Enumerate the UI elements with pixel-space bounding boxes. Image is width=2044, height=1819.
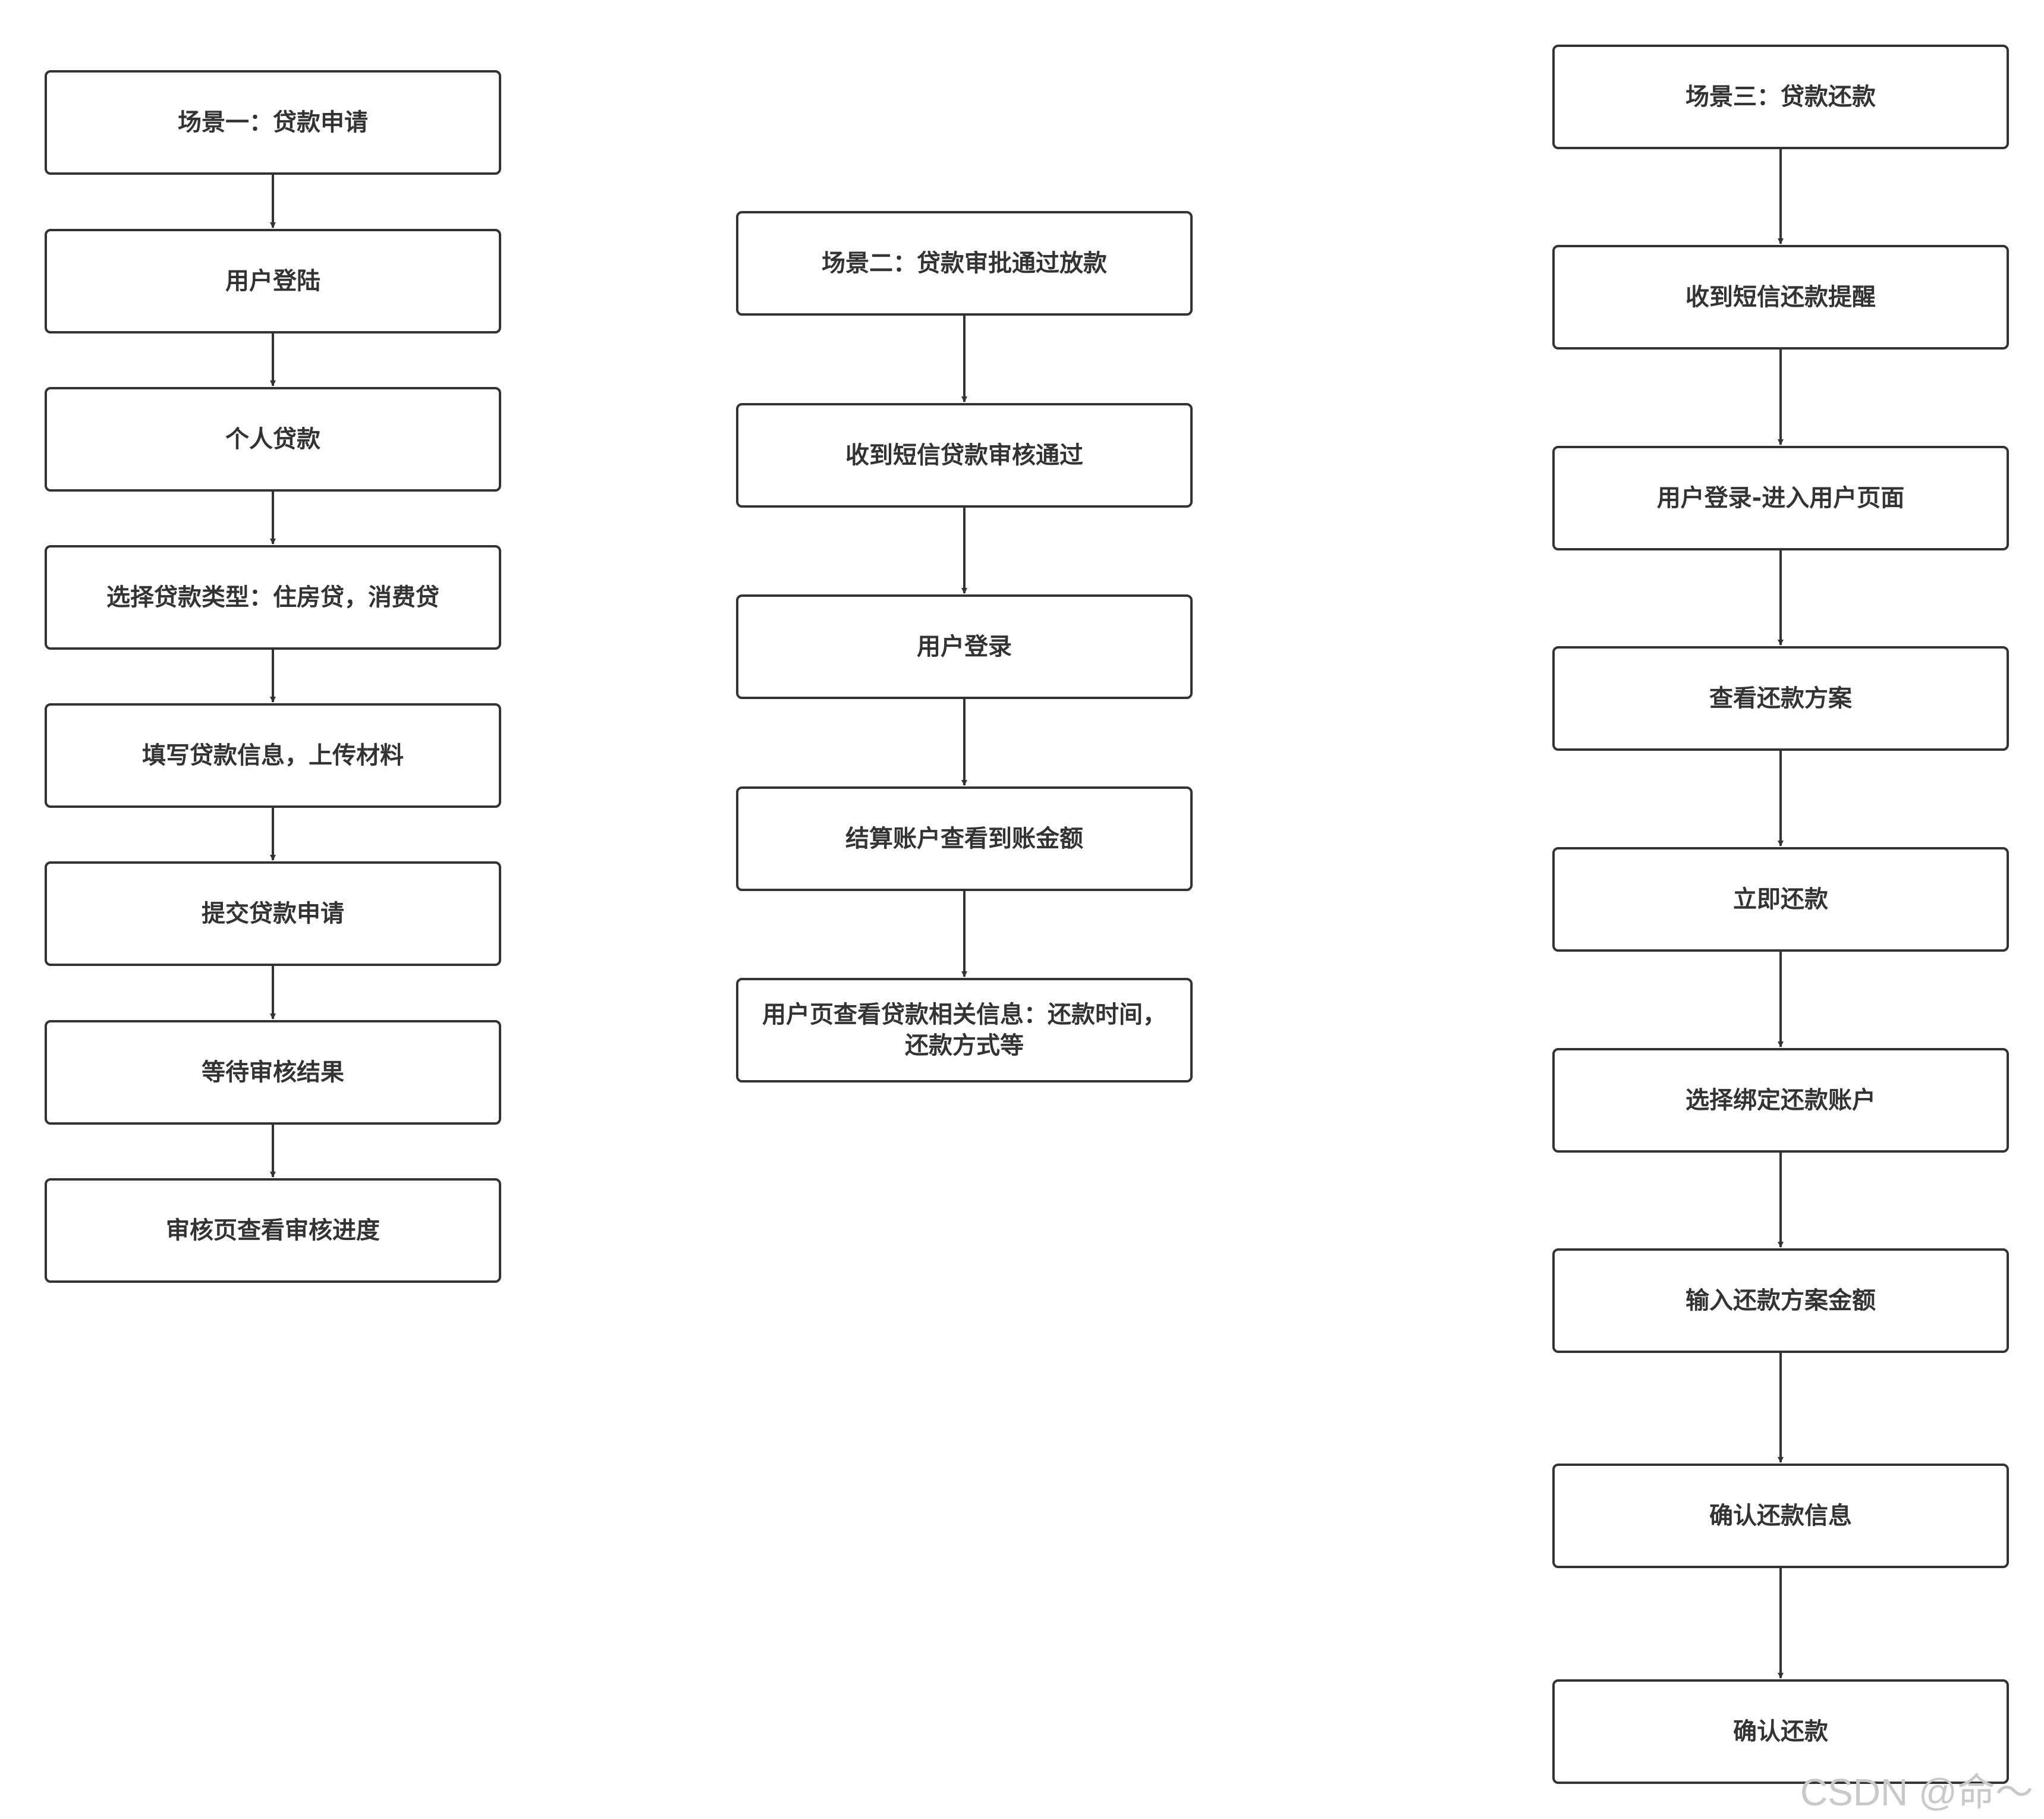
scene-2-step-3: 用户登录: [736, 594, 1193, 699]
scene-3-step-9: 确认还款: [1552, 1679, 2009, 1784]
scene-2-step-1: 场景二：贷款审批通过放款: [736, 211, 1193, 316]
watermark: CSDN @命～: [1800, 1771, 2033, 1814]
scene-3-step-2: 收到短信还款提醒: [1552, 245, 2009, 350]
scene-1-step-3: 个人贷款: [45, 387, 501, 492]
scene-3-step-4: 查看还款方案: [1552, 646, 2009, 751]
scene-3-step-8: 确认还款信息: [1552, 1464, 2009, 1568]
scene-1-step-8: 审核页查看审核进度: [45, 1178, 501, 1283]
scene-3-step-3: 用户登录-进入用户页面: [1552, 446, 2009, 550]
scene-1-step-6: 提交贷款申请: [45, 861, 501, 966]
scene-1-step-7: 等待审核结果: [45, 1020, 501, 1125]
scene-3-step-5: 立即还款: [1552, 847, 2009, 952]
scene-1-step-1: 场景一：贷款申请: [45, 70, 501, 175]
scene-1-step-4: 选择贷款类型：住房贷，消费贷: [45, 545, 501, 650]
scene-3-step-1: 场景三：贷款还款: [1552, 45, 2009, 149]
scene-2-step-2: 收到短信贷款审核通过: [736, 403, 1193, 508]
scene-2-step-4: 结算账户查看到账金额: [736, 786, 1193, 891]
scene-1-step-2: 用户登陆: [45, 229, 501, 333]
scene-3-step-7: 输入还款方案金额: [1552, 1248, 2009, 1353]
scene-3-step-6: 选择绑定还款账户: [1552, 1048, 2009, 1153]
scene-1-step-5: 填写贷款信息，上传材料: [45, 703, 501, 808]
scene-2-step-5: 用户页查看贷款相关信息：还款时间，还款方式等: [736, 978, 1193, 1082]
